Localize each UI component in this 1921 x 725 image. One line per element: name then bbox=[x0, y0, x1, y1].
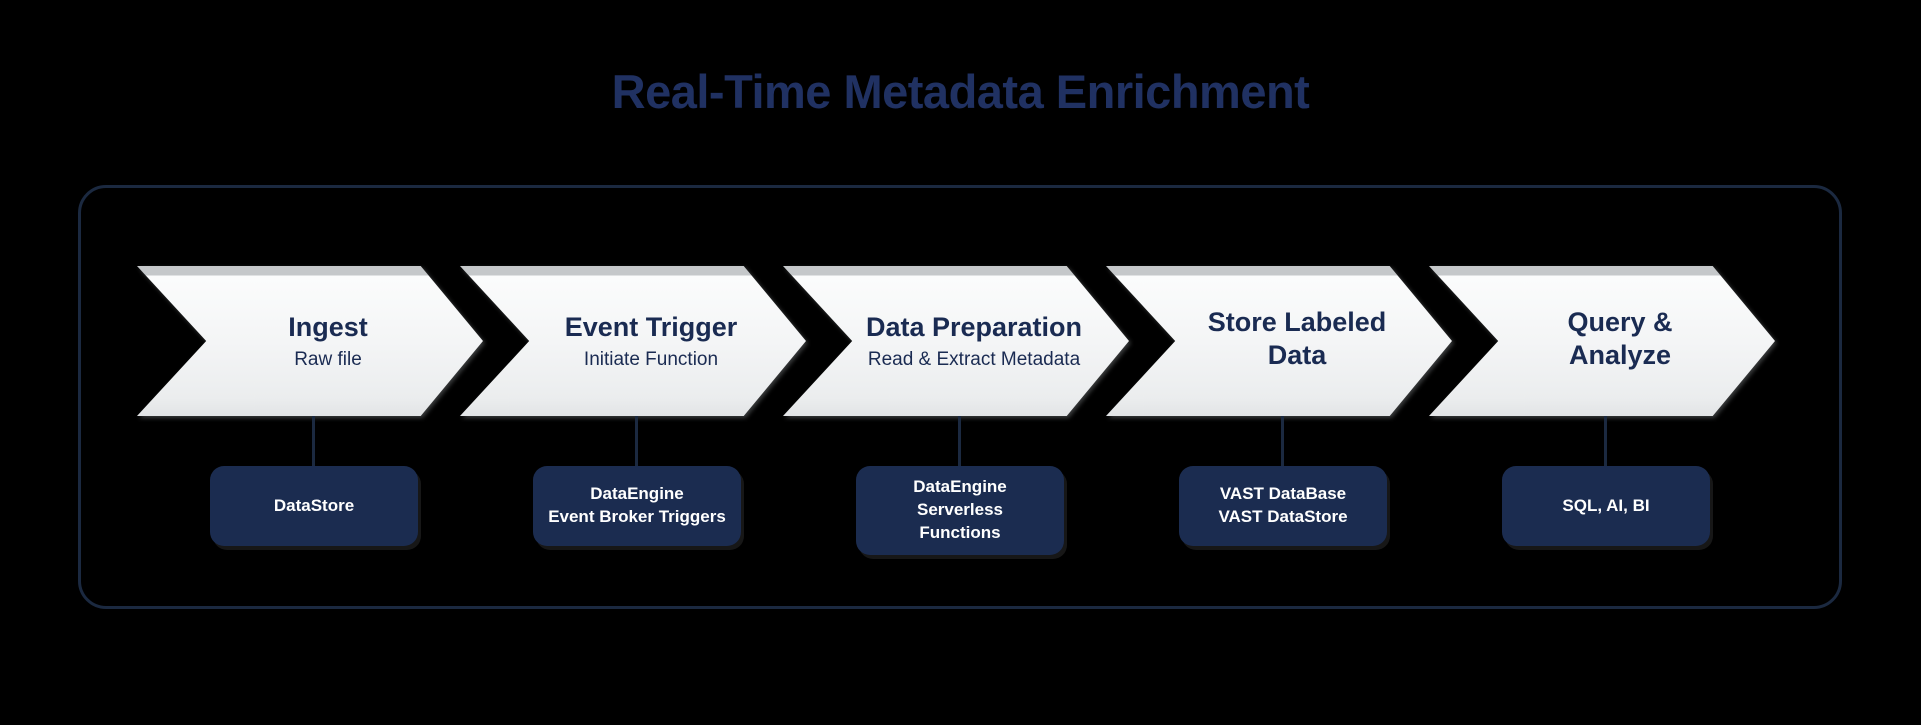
connector-line bbox=[635, 416, 638, 467]
product-box: DataStore bbox=[210, 466, 418, 546]
chevron-arrow: Data Preparation Read & Extract Metadata bbox=[783, 266, 1129, 416]
connector-line bbox=[1281, 416, 1284, 467]
step-event-trigger: Event Trigger Initiate Function DataEngi… bbox=[460, 266, 806, 596]
chevron-shape: Query & Analyze bbox=[1429, 266, 1775, 416]
diagram-frame: Ingest Raw file DataStore Event Trigger … bbox=[78, 185, 1842, 609]
chevron-shape: Ingest Raw file bbox=[137, 266, 483, 416]
page-title: Real-Time Metadata Enrichment bbox=[611, 65, 1310, 118]
step-title: Store Labeled Data bbox=[1207, 307, 1387, 370]
step-query-analyze: Query & Analyze SQL, AI, BI bbox=[1429, 266, 1775, 596]
step-store-labeled-data: Store Labeled Data VAST DataBase VAST Da… bbox=[1106, 266, 1452, 596]
chevron-arrow: Ingest Raw file bbox=[137, 266, 483, 416]
step-ingest: Ingest Raw file DataStore bbox=[137, 266, 483, 596]
product-box: VAST DataBase VAST DataStore bbox=[1179, 466, 1387, 546]
step-subtitle: Raw file bbox=[294, 348, 362, 370]
step-subtitle: Initiate Function bbox=[583, 348, 719, 370]
chevron-shape: Data Preparation Read & Extract Metadata bbox=[783, 266, 1129, 416]
step-title: Data Preparation bbox=[865, 312, 1083, 343]
step-title: Ingest bbox=[288, 312, 368, 343]
chevron-arrow: Query & Analyze bbox=[1429, 266, 1775, 416]
chevron-arrow: Store Labeled Data bbox=[1106, 266, 1452, 416]
product-box: DataEngine Event Broker Triggers bbox=[533, 466, 741, 546]
product-box: SQL, AI, BI bbox=[1502, 466, 1710, 546]
connector-line bbox=[958, 416, 961, 467]
chevron-arrow: Event Trigger Initiate Function bbox=[460, 266, 806, 416]
connector-line bbox=[312, 416, 315, 467]
chevron-shape: Event Trigger Initiate Function bbox=[460, 266, 806, 416]
connector-line bbox=[1604, 416, 1607, 467]
step-subtitle: Read & Extract Metadata bbox=[867, 348, 1081, 370]
step-data-preparation: Data Preparation Read & Extract Metadata… bbox=[783, 266, 1129, 596]
step-title: Event Trigger bbox=[564, 312, 738, 343]
step-title: Query & Analyze bbox=[1567, 307, 1673, 370]
product-box: DataEngine Serverless Functions bbox=[856, 466, 1064, 555]
chevron-shape: Store Labeled Data bbox=[1106, 266, 1452, 416]
